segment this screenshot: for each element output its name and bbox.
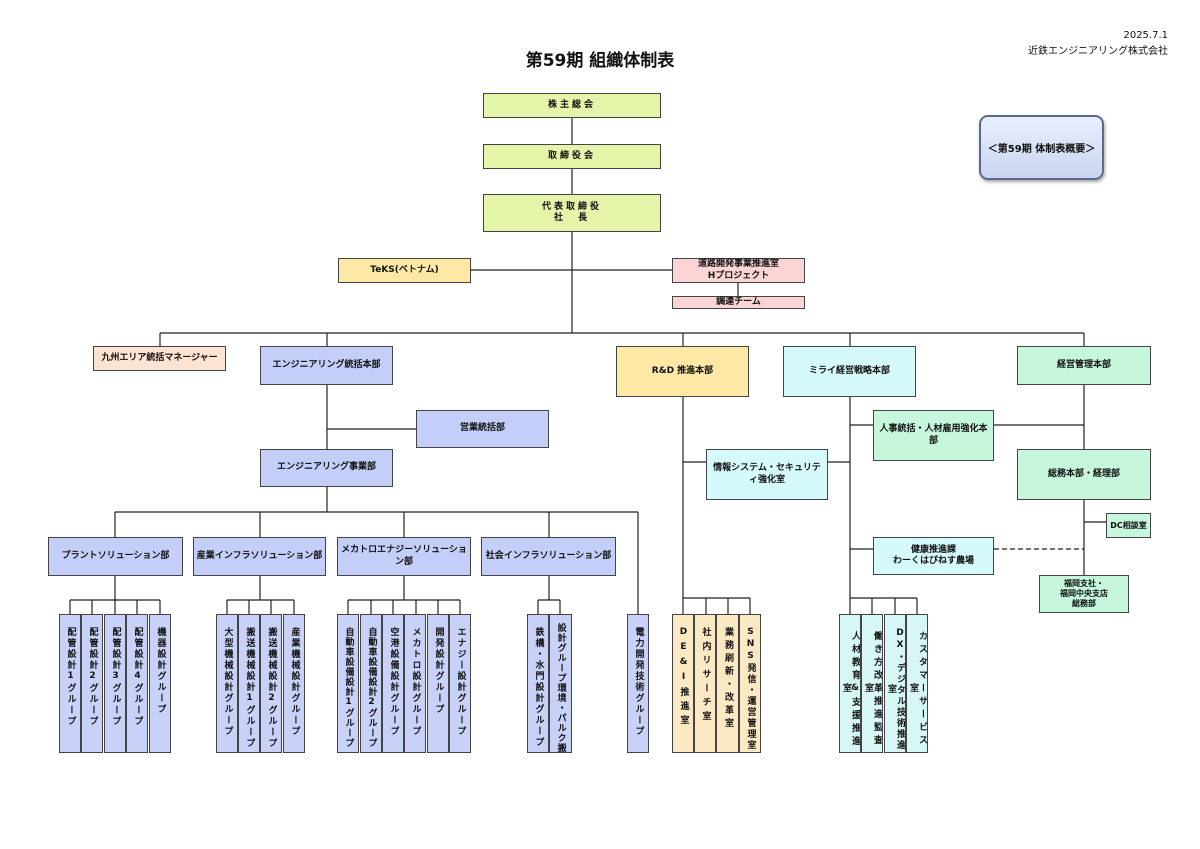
group-label: 大型機械設計グループ bbox=[222, 627, 233, 737]
office-label: カスタマーサービス室 bbox=[908, 631, 927, 748]
group-box: 搬送機械設計1グループ bbox=[238, 614, 260, 753]
sales-division-box: 営業統括部 bbox=[416, 410, 549, 448]
group-box: エナジー設計グループ bbox=[449, 614, 471, 753]
group-box: メカトロ設計グループ bbox=[404, 614, 426, 753]
office-box: 人材教育&支援推進室 bbox=[839, 614, 861, 753]
office-label: SNS発信・運営管理室 bbox=[745, 627, 756, 751]
group-box: 鉄構・水門設計グループ bbox=[527, 614, 549, 753]
social-infra-solution-dept-box: 社会インフラソリューション部 bbox=[481, 537, 616, 576]
group-label: 機器設計グループ bbox=[155, 627, 166, 715]
mirai-strategy-hq-box: ミライ経営戦略本部 bbox=[783, 346, 916, 397]
office-box: 社内リサーチ室 bbox=[694, 614, 716, 753]
group-label: 配管設計1グループ bbox=[65, 627, 76, 727]
road-development-office-box: 道路開発事業推進室 Hプロジェクト bbox=[672, 258, 805, 283]
info-security-office-box: 情報システム・セキュリティ強化室 bbox=[706, 449, 828, 500]
management-hq-box: 経営管理本部 bbox=[1017, 346, 1151, 385]
procurement-team-box: 調達チーム bbox=[672, 296, 805, 309]
dc-consultation-box: DC相談室 bbox=[1106, 513, 1151, 538]
office-label: 業務刷新・改革室 bbox=[723, 627, 733, 731]
group-box: 機器設計グループ bbox=[149, 614, 171, 753]
group-label: 搬送機械設計2グループ bbox=[266, 627, 277, 749]
date-label: 2025.7.1 bbox=[1123, 30, 1168, 41]
group-box: 自動車設備設計2グループ bbox=[360, 614, 382, 753]
power-dev-group-box: 電力開発技術グループ bbox=[627, 614, 649, 753]
group-box: 設計グループ環境・パルク搬送 bbox=[549, 614, 572, 753]
group-label: 配管設計3グループ bbox=[110, 627, 121, 727]
office-label: DX・デジタル技術推進室 bbox=[886, 628, 905, 751]
office-label: 働き方改革推進監査室 bbox=[863, 631, 882, 748]
group-label: エナジー設計グループ bbox=[455, 627, 466, 737]
industrial-infra-solution-dept-box: 産業インフラソリューション部 bbox=[193, 537, 326, 576]
group-label: 搬送機械設計1グループ bbox=[244, 627, 255, 749]
group-label: 電力開発技術グループ bbox=[633, 627, 644, 737]
company-name: 近鉄エンジニアリング株式会社 bbox=[1028, 46, 1168, 57]
office-label: DE&I推進室 bbox=[678, 627, 689, 729]
board-of-directors-box: 取締役会 bbox=[483, 144, 661, 169]
kyushu-area-manager-box: 九州エリア統括マネージャー bbox=[93, 346, 226, 371]
office-box: DE&I推進室 bbox=[672, 614, 694, 753]
group-box: 開発設計グループ bbox=[427, 614, 449, 753]
engineering-hq-box: エンジニアリング統括本部 bbox=[260, 346, 393, 385]
hr-division-box: 人事統括・人材雇用強化本部 bbox=[873, 410, 994, 461]
group-label: 配管設計4グループ bbox=[132, 627, 143, 727]
fukuoka-branch-box: 福岡支社・ 福岡中央支店 総務部 bbox=[1039, 575, 1129, 613]
office-label: 社内リサーチ室 bbox=[700, 627, 711, 725]
group-box: 配管設計2グループ bbox=[81, 614, 103, 753]
group-label: 開発設計グループ bbox=[433, 627, 444, 715]
teks-vietnam-box: TeKS(ベトナム) bbox=[338, 258, 471, 283]
group-box: 配管設計3グループ bbox=[104, 614, 126, 753]
group-box: 配管設計1グループ bbox=[59, 614, 81, 753]
plant-solution-dept-box: プラントソリューション部 bbox=[48, 537, 183, 576]
office-box: SNS発信・運営管理室 bbox=[739, 614, 761, 753]
general-affairs-accounting-box: 総務本部・経理部 bbox=[1017, 449, 1151, 500]
office-box: カスタマーサービス室 bbox=[906, 614, 928, 753]
group-box: 搬送機械設計2グループ bbox=[260, 614, 282, 753]
office-box: DX・デジタル技術推進室 bbox=[884, 614, 906, 753]
summary-button[interactable]: ＜第59期 体制表概要＞ bbox=[979, 115, 1104, 180]
shareholders-meeting-box: 株主総会 bbox=[483, 93, 661, 118]
group-label: 空港設備設計グループ bbox=[388, 627, 399, 737]
group-label: 自動車設備設計2グループ bbox=[366, 627, 377, 748]
office-label: 人材教育&支援推進室 bbox=[841, 630, 860, 749]
engineering-business-division-box: エンジニアリング事業部 bbox=[260, 449, 393, 487]
office-box: 働き方改革推進監査室 bbox=[861, 614, 883, 753]
group-label: 産業機械設計グループ bbox=[289, 627, 300, 737]
group-box: 産業機械設計グループ bbox=[283, 614, 305, 753]
group-box: 配管設計4グループ bbox=[126, 614, 148, 753]
rd-promotion-hq-box: R&D 推進本部 bbox=[616, 346, 749, 397]
president-box: 代表取締役 社 長 bbox=[483, 194, 661, 232]
mechatro-energy-solution-dept-box: メカトロエナジーソリューション部 bbox=[337, 537, 471, 576]
health-promotion-box: 健康推進課 わーくはぴねす農場 bbox=[873, 537, 994, 575]
office-box: 業務刷新・改革室 bbox=[716, 614, 739, 753]
group-label: 自動車設備設計1グループ bbox=[343, 627, 354, 748]
group-box: 空港設備設計グループ bbox=[382, 614, 404, 753]
page-title: 第59期 組織体制表 bbox=[525, 51, 675, 71]
group-label: 配管設計2グループ bbox=[87, 627, 98, 727]
group-box: 大型機械設計グループ bbox=[216, 614, 238, 753]
group-label: メカトロ設計グループ bbox=[410, 627, 421, 737]
group-label: 鉄構・水門設計グループ bbox=[533, 627, 544, 748]
group-label: 設計グループ環境・パルク搬送 bbox=[555, 623, 566, 753]
group-box: 自動車設備設計1グループ bbox=[337, 614, 359, 753]
